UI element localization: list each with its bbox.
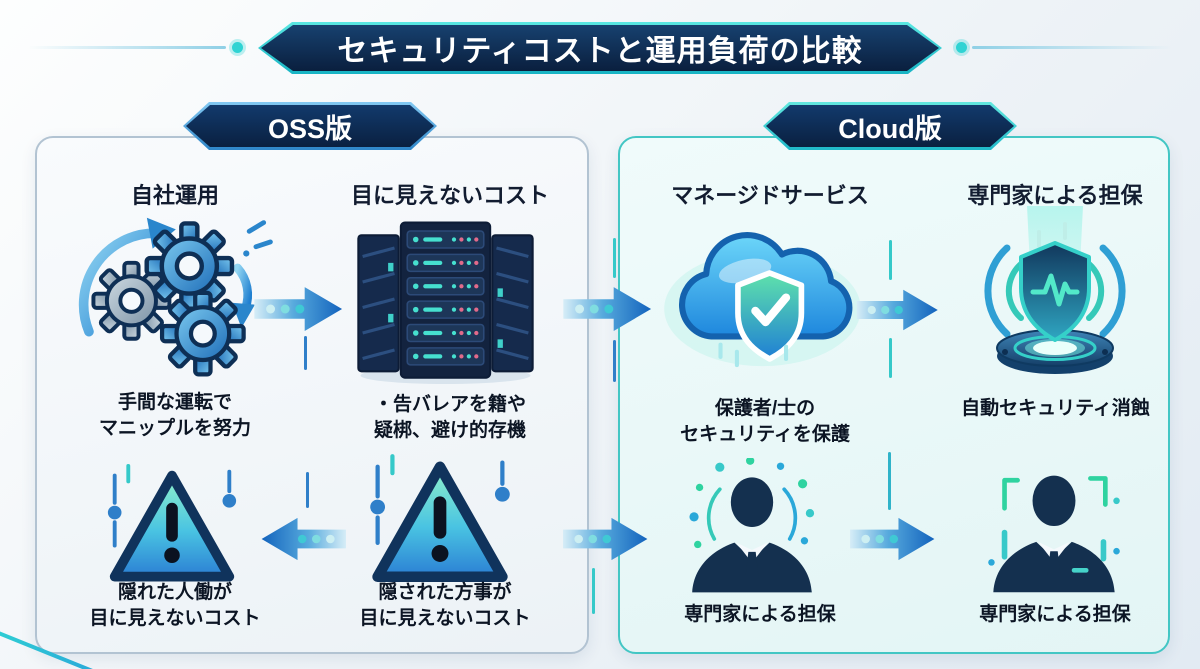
oss-self-hosting-caption: 手間な運転で マニップルを努力 bbox=[98, 392, 251, 440]
tick-line bbox=[888, 452, 891, 510]
tick-line bbox=[889, 338, 892, 378]
gear-blue-top bbox=[144, 221, 235, 311]
expert-person-data-icon bbox=[988, 475, 1120, 593]
shield-pulse-pedestal-icon bbox=[984, 206, 1126, 374]
oss-badge-label: OSS版 bbox=[186, 105, 434, 147]
check-shield bbox=[735, 270, 805, 362]
title-side-dot-right bbox=[956, 42, 967, 53]
oss-warning-left-caption: 隠れた人働が 目に見えないコスト bbox=[89, 582, 261, 630]
gear-blue-bottom bbox=[159, 290, 246, 377]
flow-arrow-right bbox=[856, 289, 938, 331]
pulse-shield bbox=[1019, 241, 1091, 342]
cloud-expert-right-caption: 専門家による担保 bbox=[979, 604, 1131, 625]
oss-warning-right-caption: 隠された方事が 目に見えないコスト bbox=[359, 582, 531, 630]
flow-arrow-right bbox=[563, 517, 648, 561]
cloud-badge-label: Cloud版 bbox=[766, 105, 1014, 147]
tick-line bbox=[304, 336, 307, 370]
flow-arrow-right bbox=[850, 517, 935, 561]
oss-hidden-cost-heading: 目に見えないコスト bbox=[350, 183, 549, 208]
oss-badge: OSS版 bbox=[183, 102, 437, 150]
cloud-expert-left-caption: 専門家による担保 bbox=[684, 604, 836, 625]
oss-hidden-cost-caption: ・告バレアを籍や 疑梆、避け的存機 bbox=[373, 394, 526, 442]
warning-triangle-icon bbox=[370, 454, 510, 583]
cloud-auto-security-heading: 専門家による担保 bbox=[967, 183, 1143, 208]
server-rack-icon bbox=[357, 221, 534, 384]
cloud-shield-icon bbox=[664, 232, 861, 368]
tick-line bbox=[613, 238, 616, 278]
tick-line bbox=[889, 240, 892, 280]
expert-person-ring-icon bbox=[689, 458, 815, 593]
flow-arrow-left bbox=[261, 517, 346, 561]
gear-gray bbox=[91, 260, 172, 341]
title-banner: セキュリティコストと運用負荷の比較 bbox=[258, 22, 942, 74]
tick-line bbox=[613, 340, 616, 382]
oss-self-hosting-heading: 自社運用 bbox=[130, 183, 219, 208]
tick-line bbox=[306, 472, 309, 508]
title-side-dot-left bbox=[232, 42, 243, 53]
page-title: セキュリティコストと運用負荷の比較 bbox=[261, 25, 939, 71]
cloud-auto-security-caption: 自動セキュリティ消蝕 bbox=[961, 398, 1150, 419]
warning-triangle-icon bbox=[107, 463, 237, 582]
cloud-managed-service-caption: 保護者/士の セキュリティを保護 bbox=[680, 398, 850, 446]
flow-arrow-right bbox=[254, 287, 343, 331]
cloud-managed-service-heading: マネージドサービス bbox=[671, 183, 869, 208]
title-side-line-left bbox=[28, 46, 226, 49]
flow-arrow-right bbox=[563, 287, 652, 331]
cloud-badge: Cloud版 bbox=[763, 102, 1017, 150]
title-side-line-right bbox=[972, 46, 1172, 49]
tick-line bbox=[592, 568, 595, 614]
gears-icon bbox=[78, 217, 273, 377]
